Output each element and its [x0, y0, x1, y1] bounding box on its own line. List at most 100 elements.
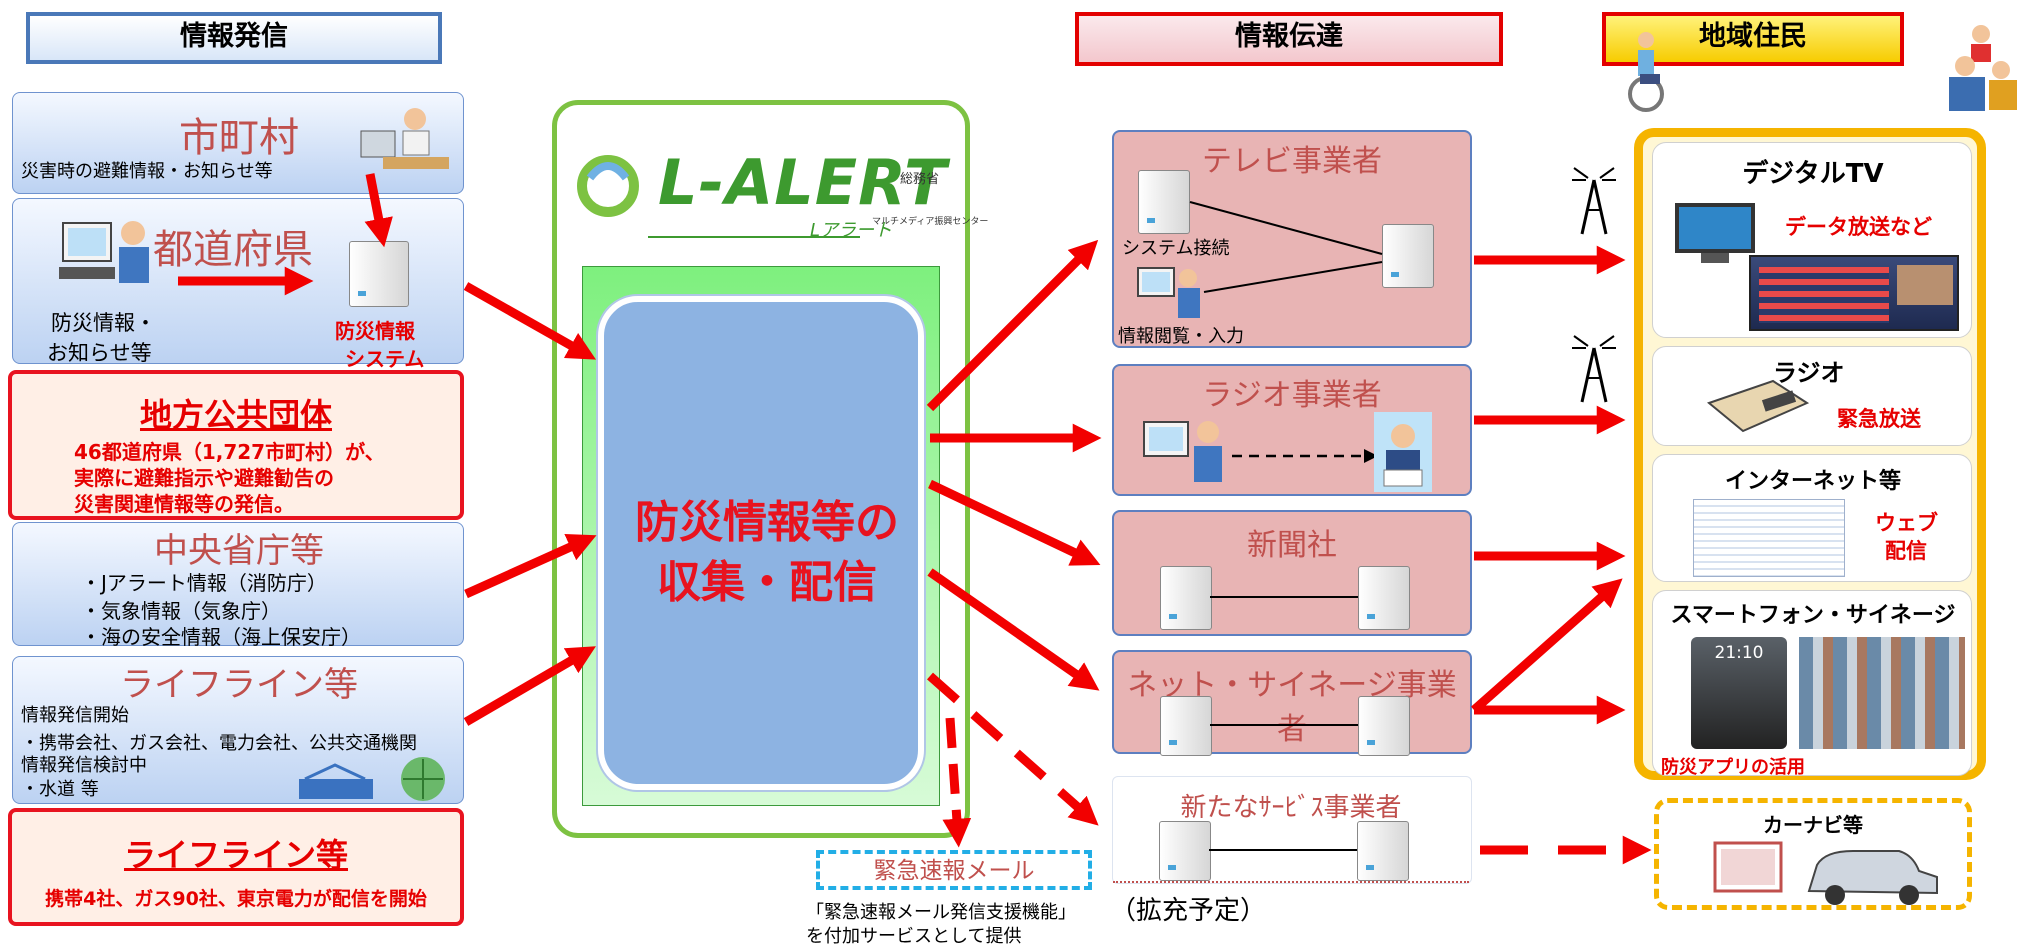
tv-server-right [1382, 224, 1434, 288]
res-internet-box: インターネット等 ウェブ 配信 [1652, 454, 1972, 582]
local-gov-line-1: 46都道府県（1,727市町村）が、 [74, 440, 385, 464]
prefecture-system-1: 防災情報 [335, 319, 415, 343]
local-gov-title: 地方公共団体 [139, 396, 332, 434]
prefecture-title: 都道府県 [153, 227, 313, 273]
family-icon [1949, 25, 2017, 111]
car-navigation-icon [1713, 841, 1938, 905]
arrow-center-to-tv [926, 239, 1099, 412]
prefecture-desc-1: 防災情報・ [51, 311, 156, 335]
smartphone-screen: 21:10 [1691, 637, 1787, 749]
center-blue-box [598, 296, 924, 790]
municipality-box: 市町村 災害時の避難情報・お知らせ等 [12, 92, 464, 194]
arrow-center-to-newspaper [928, 479, 1101, 566]
res-smart-title: スマートフォン・サイネージ [1670, 603, 1956, 628]
res-radio-box: ラジオ 緊急放送 [1652, 346, 1972, 446]
lalert-underline [648, 236, 860, 238]
res-smart-box: スマートフォン・サイネージ 21:10 防災アプリの活用 [1652, 590, 1972, 778]
header-sender: 情報発信 [26, 12, 442, 64]
screen-rows [1759, 267, 1889, 323]
new-service-title: 新たなｻｰﾋﾞｽ事業者 [1180, 793, 1402, 823]
radio-dashed-arrow [1232, 449, 1378, 463]
local-gov-line-3: 災害関連情報等の発信。 [74, 492, 294, 516]
newspaper-server-right [1358, 566, 1410, 630]
res-tv-sub: データ放送など [1785, 215, 1932, 239]
data-broadcast-screen [1749, 255, 1959, 331]
net-server-left [1160, 696, 1212, 756]
wheelchair-person-icon [1628, 32, 1664, 112]
emergency-mail-label: 緊急速報メール [816, 850, 1092, 890]
new-server-right [1357, 821, 1409, 881]
net-server-right [1358, 696, 1410, 756]
arrow-center-to-net [927, 568, 1100, 691]
lifeline-line-3: 情報発信検討中 [21, 755, 147, 776]
newspaper-server-left [1160, 566, 1212, 630]
net-link-line [1210, 724, 1358, 726]
lalert-emblem-icon [577, 155, 639, 217]
lifeline-box: ライフライン等 情報発信開始 ・携帯会社、ガス会社、電力会社、公共交通機関 情報… [12, 656, 464, 804]
arrow-prefecture-to-center [463, 282, 597, 360]
radio-pc-user-icon [1143, 421, 1222, 482]
antenna-icon-tv [1572, 167, 1616, 235]
lifeline-title: ライフライン等 [120, 665, 358, 705]
new-server-left [1159, 821, 1211, 881]
res-carnav-title: カーナビ等 [1763, 813, 1863, 837]
net-signage-box: ネット・サイネージ事業者 [1112, 650, 1472, 756]
new-link-line [1209, 849, 1357, 851]
arrow-central-to-center [464, 533, 597, 599]
pc-user-icon [59, 221, 149, 283]
lifeline-start-box: ライフライン等 携帯4社、ガス90社、東京電力が配信を開始 [8, 808, 464, 926]
utility-facility-icon [299, 757, 445, 801]
res-smart-sub: 防災アプリの活用 [1661, 757, 1805, 778]
newspaper-title: 新聞社 [1247, 528, 1337, 563]
web-page-thumbnail [1693, 499, 1845, 577]
res-internet-sub-1: ウェブ [1875, 511, 1938, 535]
municipality-desc: 災害時の避難情報・お知らせ等 [21, 161, 273, 182]
new-service-box: 新たなｻｰﾋﾞｽ事業者 [1112, 776, 1472, 884]
arrow-center-to-mail [942, 717, 972, 848]
prefecture-system-2: システム [345, 347, 425, 371]
lifeline-line-4: ・水道 等 [21, 779, 99, 800]
lalert-logo: L-ALERT [658, 146, 948, 219]
tv-broadcaster-title: テレビ事業者 [1202, 144, 1382, 179]
central-gov-title: 中央省庁等 [154, 531, 324, 571]
arrow-center-to-new [927, 672, 1099, 826]
central-gov-box: 中央省庁等 ・Jアラート情報（消防庁） ・気象情報（気象庁） ・海の安全情報（海… [12, 522, 464, 649]
tv-set-icon [1675, 203, 1755, 263]
res-internet-title: インターネット等 [1724, 469, 1901, 494]
res-internet-sub-2: 配信 [1885, 539, 1927, 563]
tv-server-left [1138, 170, 1190, 234]
tv-pc-user-icon [1137, 267, 1200, 318]
central-gov-item-1: ・Jアラート情報（消防庁） [81, 571, 327, 595]
res-radio-title: ラジオ [1773, 359, 1845, 387]
system-server-icon [349, 241, 409, 307]
arrow-net-to-internet [1471, 578, 1623, 714]
lifeline-line-1: 情報発信開始 [21, 705, 129, 726]
newspaper-link-line [1210, 596, 1358, 598]
tv-link-lines [1189, 201, 1383, 293]
central-gov-item-2: ・気象情報（気象庁） [81, 599, 281, 623]
radio-broadcaster-title: ラジオ事業者 [1202, 378, 1382, 413]
tv-system-label: システム接続 [1122, 238, 1230, 259]
lifeline-start-desc: 携帯4社、ガス90社、東京電力が配信を開始 [45, 888, 427, 910]
operator-icon [360, 108, 449, 169]
res-tv-title: デジタルTV [1742, 159, 1884, 189]
local-gov-box: 地方公共団体 46都道府県（1,727市町村）が、 実際に避難指示や避難勧告の … [8, 370, 464, 520]
emergency-mail-note-2: を付加サービスとして提供 [806, 926, 1022, 947]
emergency-mail-note-big: （拡充予定） [1110, 896, 1267, 926]
header-transmission: 情報伝達 [1075, 12, 1503, 66]
prefecture-desc-2: お知らせ等 [47, 341, 152, 365]
radio-device-icon [1706, 379, 1810, 433]
screen-anchors [1897, 265, 1953, 305]
res-radio-sub: 緊急放送 [1837, 407, 1921, 431]
arrow-municipality-to-system [364, 173, 393, 248]
radio-broadcaster-box: ラジオ事業者 [1112, 364, 1472, 496]
antenna-icon-radio [1572, 335, 1616, 403]
signage-photo [1799, 637, 1965, 749]
center-main-line-1: 防災情報等の [635, 497, 899, 548]
lalert-logo-sub: Lアラート [810, 220, 893, 241]
local-gov-line-2: 実際に避難指示や避難勧告の [74, 466, 334, 490]
tv-input-label: 情報閲覧・入力 [1118, 326, 1244, 347]
lifeline-line-2: ・携帯会社、ガス会社、電力会社、公共交通機関 [21, 733, 417, 754]
res-carnav-box: カーナビ等 [1654, 798, 1972, 910]
tv-broadcaster-box: テレビ事業者 システム接続 情報閲覧・入力 [1112, 130, 1472, 348]
